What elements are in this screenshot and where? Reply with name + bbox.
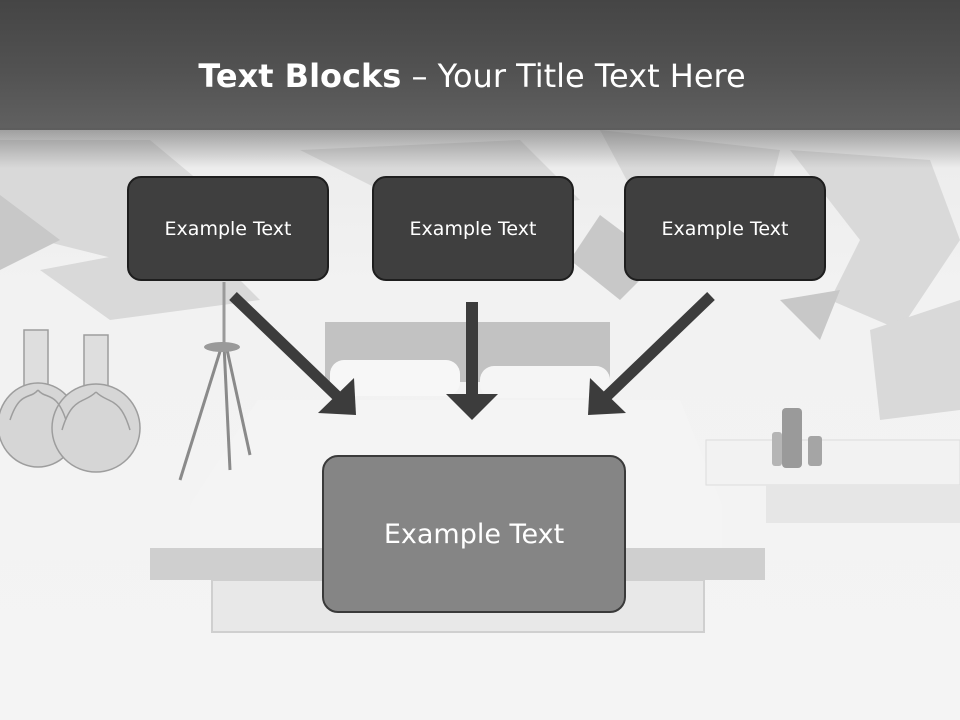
text-block-1[interactable]: Example Text (127, 176, 329, 281)
text-block-1-label: Example Text (164, 217, 292, 240)
text-block-3-label: Example Text (661, 217, 789, 240)
center-text-block-label: Example Text (383, 518, 565, 550)
title-bar-shadow (0, 128, 960, 168)
text-block-2[interactable]: Example Text (372, 176, 574, 281)
slide-title-rest: – Your Title Text Here (401, 57, 746, 95)
slide-title: Text Blocks – Your Title Text Here (0, 56, 944, 96)
title-bar (0, 0, 960, 130)
text-block-2-label: Example Text (409, 217, 537, 240)
text-block-3[interactable]: Example Text (624, 176, 826, 281)
center-text-block[interactable]: Example Text (322, 455, 626, 613)
slide-title-bold: Text Blocks (198, 57, 402, 95)
